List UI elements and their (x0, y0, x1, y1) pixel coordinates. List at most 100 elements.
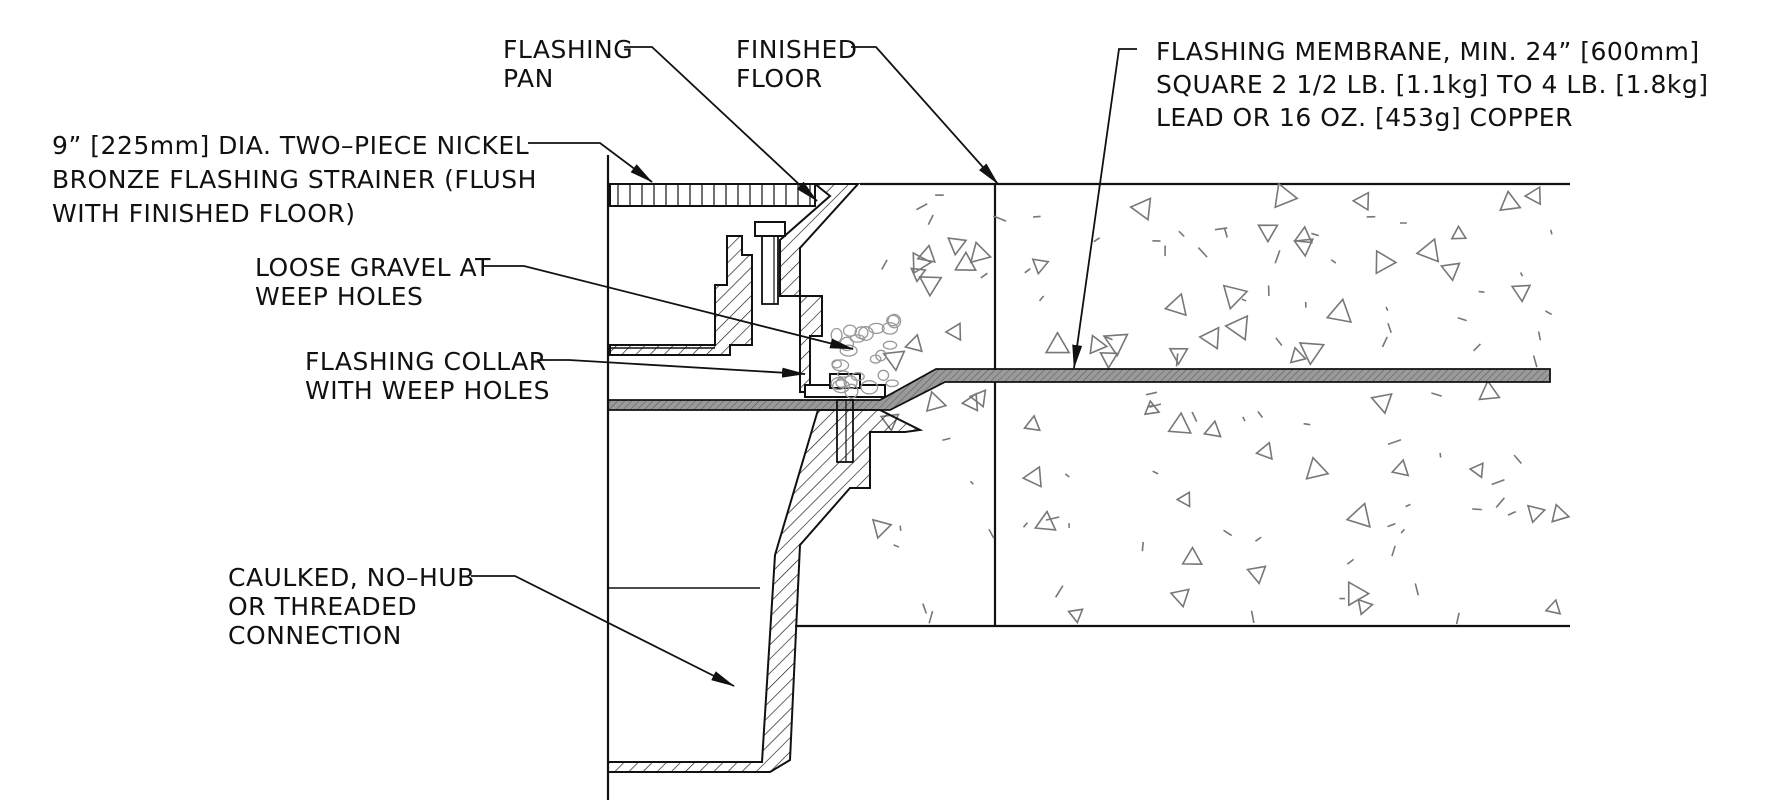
gravel-stone (831, 359, 843, 369)
aggregate-triangle (1163, 292, 1187, 317)
aggregate-dash (993, 215, 1007, 222)
aggregate-triangle (1526, 504, 1547, 524)
label-strainer: 9” [225mm] DIA. TWO–PIECE NICKEL BRONZE … (52, 131, 537, 228)
aggregate-dash (1024, 268, 1031, 274)
aggregate-dash (1141, 541, 1144, 552)
gravel-stone (886, 314, 900, 327)
aggregate-triangle (925, 390, 948, 413)
aggregate-dash (1400, 528, 1405, 534)
aggregate-dash (1145, 391, 1158, 396)
aggregate-triangle (1198, 326, 1220, 351)
aggregate-triangle (1181, 546, 1204, 566)
aggregate-triangle (912, 251, 933, 275)
aggregate-dash (1275, 337, 1283, 346)
aggregate-triangle (1089, 334, 1109, 355)
aggregate-triangle (1450, 224, 1468, 240)
aggregate-triangle (1544, 598, 1562, 615)
aggregate-triangle (1289, 346, 1308, 364)
aggregate-dash (1038, 295, 1045, 302)
aggregate-dash (1457, 316, 1467, 322)
aggregate-dash (1495, 497, 1506, 509)
concrete-slab (795, 182, 1571, 628)
aggregate-dash (1303, 422, 1311, 426)
gravel-stone (830, 327, 843, 343)
aggregate-dash (1431, 392, 1442, 397)
aggregate-triangle (1257, 224, 1279, 244)
aggregate-dash (1387, 522, 1396, 528)
aggregate-triangle (1099, 351, 1119, 370)
aggregate-triangle (1351, 191, 1370, 212)
aggregate-dash (1214, 227, 1228, 231)
aggregate-triangle (1510, 284, 1532, 303)
aggregate-triangle (918, 276, 943, 298)
aggregate-triangle (1293, 225, 1313, 244)
aggregate-triangle (1044, 331, 1071, 354)
aggregate-triangle (1293, 238, 1315, 258)
aggregate-triangle (1129, 197, 1152, 222)
aggregate-triangle (1468, 462, 1484, 479)
label-collar: FLASHING COLLAR WITH WEEP HOLES (305, 347, 550, 405)
aggregate-triangle (1499, 189, 1522, 212)
gravel-stone (843, 375, 858, 390)
gravel-stone (877, 369, 890, 381)
aggregate-triangle (1246, 565, 1267, 585)
aggregate-triangle (1033, 509, 1057, 531)
aggregate-dash (1197, 247, 1208, 258)
svg-text:LEAD OR 16 OZ. [453g] COPPER: LEAD OR 16 OZ. [453g] COPPER (1156, 103, 1573, 132)
aggregate-dash (1045, 516, 1060, 521)
drain-body (606, 155, 924, 800)
aggregate-triangle (1325, 297, 1353, 324)
aggregate-triangle (947, 237, 968, 257)
flashing-membrane (607, 368, 1551, 411)
gravel-stone (868, 322, 885, 335)
aggregate-dash (1191, 411, 1198, 422)
aggregate-dash (1346, 558, 1355, 565)
aggregate-triangle (882, 350, 906, 372)
svg-text:CONNECTION: CONNECTION (228, 621, 402, 650)
aggregate-dash (1472, 343, 1482, 352)
aggregate-dash (1093, 237, 1101, 243)
aggregate-dash (1414, 583, 1420, 596)
svg-text:FLOOR: FLOOR (736, 64, 823, 93)
aggregate-dash (1223, 529, 1233, 537)
aggregate-triangle (1390, 458, 1410, 477)
aggregate-dash (1478, 290, 1485, 293)
aggregate-triangle (1222, 284, 1249, 311)
aggregate-dash (1519, 272, 1524, 277)
aggregate-dash (1147, 404, 1153, 408)
aggregate-dash (1054, 585, 1064, 598)
svg-text:FLASHING MEMBRANE, MIN. 24” [6: FLASHING MEMBRANE, MIN. 24” [600mm] (1156, 37, 1700, 66)
aggregate-dash (881, 259, 888, 270)
aggregate-triangle (969, 240, 993, 264)
aggregate-triangle (1168, 347, 1189, 366)
aggregate-triangle (1551, 503, 1571, 523)
aggregate-dash (1064, 473, 1070, 478)
gravel-stone (837, 370, 850, 378)
aggregate-triangle (1439, 262, 1461, 282)
svg-text:9” [225mm] DIA. TWO–PIECE NICK: 9” [225mm] DIA. TWO–PIECE NICKEL (52, 131, 529, 160)
aggregate-dash (1274, 250, 1281, 264)
aggregate-triangle (871, 518, 893, 540)
gravel-stone (842, 324, 858, 337)
aggregate-triangle (1067, 608, 1084, 625)
aggregate-dash (1178, 230, 1185, 238)
aggregate-dash (1250, 610, 1255, 624)
aggregate-dash (1254, 536, 1262, 542)
svg-text:BRONZE FLASHING STRAINER (FLUS: BRONZE FLASHING STRAINER (FLUSH (52, 165, 537, 194)
aggregate-triangle (1298, 341, 1326, 366)
gravel-stone (860, 380, 879, 395)
aggregate-triangle (1415, 237, 1440, 263)
aggregate-dash (1507, 510, 1517, 516)
aggregate-dash (1544, 310, 1553, 316)
svg-text:CAULKED, NO–HUB: CAULKED, NO–HUB (228, 563, 475, 592)
aggregate-triangle (1031, 258, 1050, 276)
svg-text:FLASHING COLLAR: FLASHING COLLAR (305, 347, 547, 376)
aggregate-triangle (1375, 249, 1398, 275)
svg-text:WEEP HOLES: WEEP HOLES (255, 282, 423, 311)
aggregate-dash (1549, 229, 1553, 235)
svg-text:FINISHED: FINISHED (736, 35, 858, 64)
aggregate-dash (1242, 416, 1246, 422)
label-gravel: LOOSE GRAVEL AT WEEP HOLES (255, 253, 491, 311)
label-connection: CAULKED, NO–HUB OR THREADED CONNECTION (228, 563, 475, 650)
aggregate-dash (928, 610, 934, 624)
